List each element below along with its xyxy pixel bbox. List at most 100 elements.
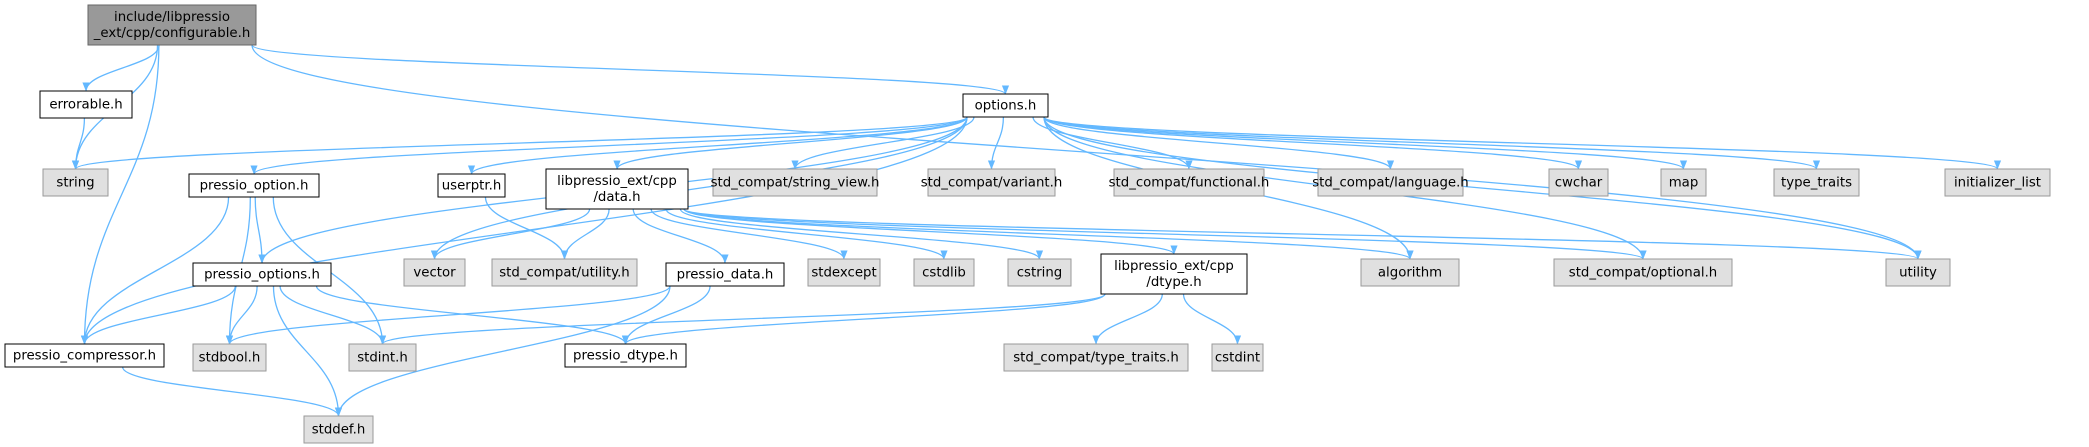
node-vector[interactable]: vector (403, 258, 466, 287)
node-pressio-option[interactable]: pressio_option.h (188, 173, 320, 198)
node-label: cstdint (1215, 351, 1260, 366)
node-string-view[interactable]: std_compat/string_view.h (711, 168, 880, 197)
edge-line (665, 208, 948, 260)
edge-data-to-algorithm (683, 208, 1414, 260)
node-string[interactable]: string (42, 168, 109, 197)
node-cstdlib[interactable]: cstdlib (913, 258, 975, 287)
node-algorithm[interactable]: algorithm (1360, 258, 1460, 287)
node-pressio-compressor[interactable]: pressio_compressor.h (4, 343, 165, 368)
node-sc-utility[interactable]: std_compat/utility.h (491, 258, 638, 287)
node-stdbool[interactable]: stdbool.h (192, 343, 267, 372)
node-box (564, 343, 687, 368)
edge-line (1182, 293, 1242, 345)
edge-line (987, 116, 1005, 170)
node-stddef[interactable]: stddef.h (303, 415, 374, 444)
node-pressio-dtype[interactable]: pressio_dtype.h (564, 343, 687, 368)
edge-line (315, 285, 630, 345)
node-map[interactable]: map (1660, 168, 1707, 197)
edge-line (468, 116, 968, 175)
edge-line (650, 208, 848, 260)
edge-line (272, 285, 343, 417)
edge-data-to-stdexcept (650, 208, 848, 260)
node-box (42, 168, 109, 197)
node-label: _ext/cpp/configurable.h (93, 26, 251, 41)
node-data[interactable]: libpressio_ext/cpp/data.h (545, 168, 689, 210)
edge-pressio-data-to-stdbool (226, 285, 671, 345)
edge-pressio-option-to-pressio-compressor (80, 196, 230, 345)
edge-data-to-vector (430, 208, 591, 260)
node-userptr[interactable]: userptr.h (437, 173, 506, 198)
node-pressio-data[interactable]: pressio_data.h (665, 262, 785, 287)
node-pressio-options[interactable]: pressio_options.h (192, 262, 332, 287)
edge-options-to-variant (987, 116, 1005, 170)
node-box (1773, 168, 1860, 197)
node-options[interactable]: options.h (962, 93, 1049, 118)
node-box (403, 258, 466, 287)
node-box (1553, 258, 1733, 287)
node-sc-type-traits[interactable]: std_compat/type_traits.h (1003, 343, 1189, 372)
node-box (188, 173, 320, 198)
node-box (1007, 258, 1072, 287)
node-errorable[interactable]: errorable.h (39, 90, 133, 119)
edge-data-to-pressio-data (632, 208, 729, 264)
edge-pressio-options-to-stddef (272, 285, 343, 417)
node-variant[interactable]: std_compat/variant.h (921, 168, 1063, 197)
edge-line (1043, 116, 2001, 170)
node-box (303, 415, 374, 444)
node-functional[interactable]: std_compat/functional.h (1109, 168, 1270, 197)
node-label: stdbool.h (199, 351, 261, 366)
node-box (1317, 168, 1464, 197)
node-initializer-list[interactable]: initializer_list (1944, 168, 2051, 197)
edge-pressio-option-to-pressio-options (254, 196, 266, 264)
edge-data-to-cstring (679, 208, 1044, 260)
edge-options-to-cwchar (1043, 116, 1582, 170)
node-label: algorithm (1378, 266, 1442, 281)
node-box (1548, 168, 1609, 197)
node-stdint[interactable]: stdint.h (348, 343, 417, 372)
node-box (962, 93, 1049, 118)
node-box (1100, 253, 1248, 295)
edge-options-to-pressio-compressor (80, 116, 968, 345)
edge-line (71, 117, 86, 170)
node-label: std_compat/functional.h (1109, 176, 1270, 191)
node-label: options.h (975, 99, 1037, 114)
node-configurable[interactable]: include/libpressio_ext/cpp/configurable.… (87, 4, 257, 46)
node-box (491, 258, 638, 287)
node-label: cstring (1017, 266, 1062, 281)
node-stdexcept[interactable]: stdexcept (807, 258, 881, 287)
node-utility[interactable]: utility (1885, 258, 1951, 287)
edge-data-to-dtype (683, 208, 1178, 255)
node-language[interactable]: std_compat/language.h (1312, 168, 1469, 197)
node-label: map (1669, 176, 1699, 191)
node-box (1660, 168, 1707, 197)
node-label: std_compat/type_traits.h (1013, 351, 1179, 366)
edge-line (121, 366, 343, 417)
node-label: initializer_list (1954, 176, 2041, 191)
edge-data-to-sc-utility (560, 208, 610, 260)
edge-line (1043, 116, 1582, 170)
node-label: utility (1899, 266, 1937, 281)
node-label: std_compat/variant.h (921, 176, 1063, 191)
node-label: /data.h (593, 190, 640, 205)
edge-pressio-options-to-pressio-dtype (315, 285, 630, 345)
node-cstdint[interactable]: cstdint (1211, 343, 1264, 372)
edge-line (80, 196, 230, 345)
node-box (348, 343, 417, 372)
edge-line (683, 208, 1178, 255)
node-type-traits[interactable]: type_traits (1773, 168, 1860, 197)
edge-line (80, 285, 237, 345)
node-optional[interactable]: std_compat/optional.h (1553, 258, 1733, 287)
node-cstring[interactable]: cstring (1007, 258, 1072, 287)
node-label: userptr.h (442, 179, 502, 194)
node-box (807, 258, 881, 287)
node-label: vector (413, 266, 456, 281)
node-cwchar[interactable]: cwchar (1548, 168, 1609, 197)
node-box (1885, 258, 1951, 287)
node-label: cwchar (1555, 176, 1603, 191)
edge-line (1043, 116, 1687, 170)
node-dtype[interactable]: libpressio_ext/cpp/dtype.h (1100, 253, 1248, 295)
edge-line (80, 44, 160, 345)
node-box (712, 168, 878, 197)
node-label: std_compat/optional.h (1569, 266, 1717, 281)
edge-line (1043, 116, 1820, 170)
